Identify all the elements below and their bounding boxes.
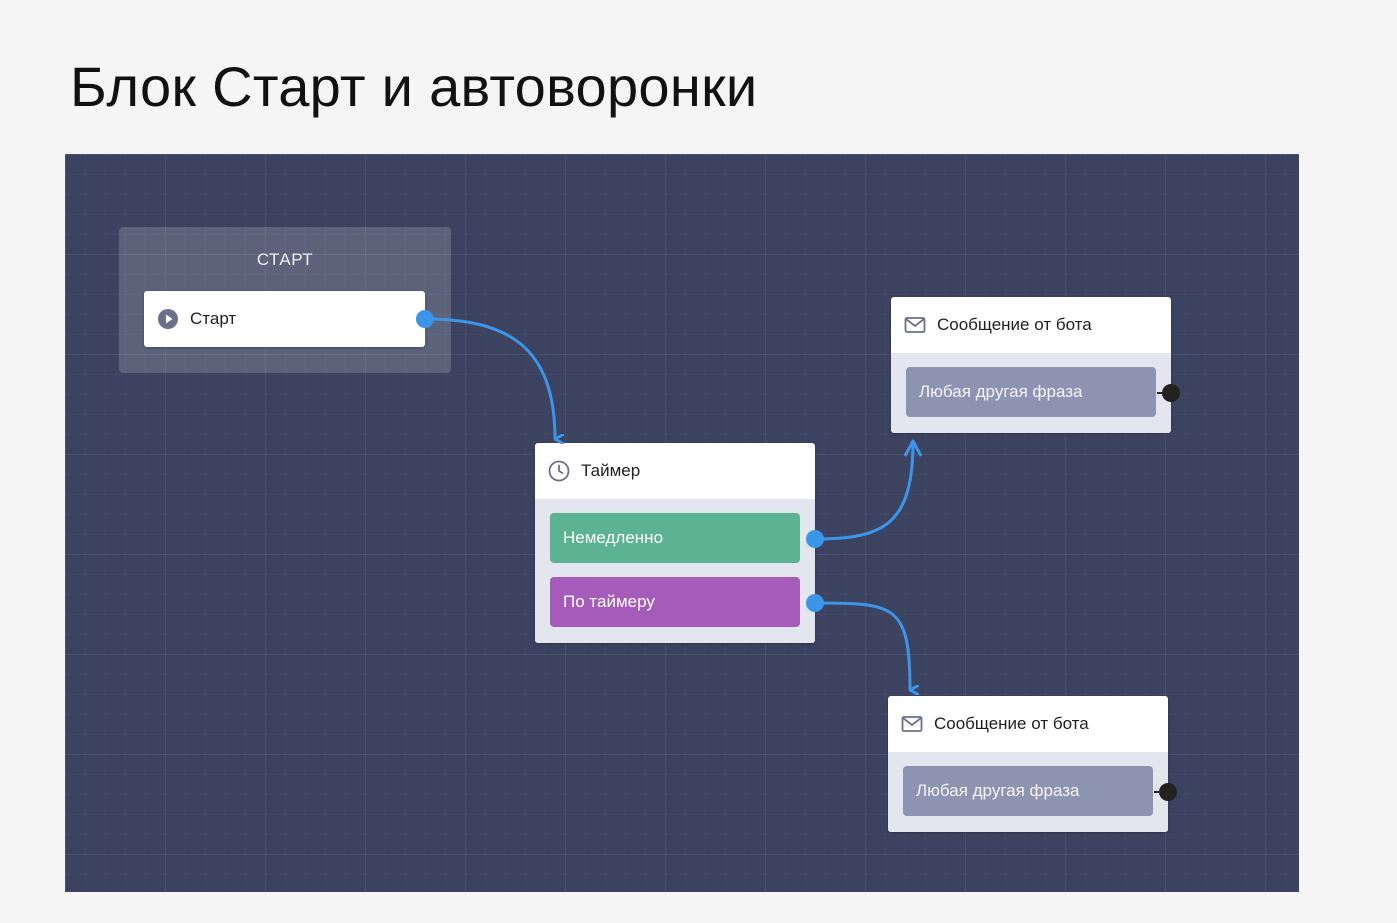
envelope-icon xyxy=(900,712,924,736)
start-group-title: СТАРТ xyxy=(256,250,314,269)
bot-message-node[interactable]: Сообщение от бота Любая другая фраза xyxy=(891,297,1171,433)
branch-immediately-label: Немедленно xyxy=(563,528,664,547)
any-phrase-output-port[interactable] xyxy=(1162,384,1180,402)
wire-immediate-arrowhead xyxy=(903,439,923,457)
branch-any-other-phrase-label: Любая другая фраза xyxy=(916,781,1080,800)
play-icon xyxy=(156,307,180,331)
branch-immediately[interactable]: Немедленно xyxy=(550,513,800,563)
start-output-port[interactable] xyxy=(416,310,434,328)
branch-any-other-phrase-label: Любая другая фраза xyxy=(919,382,1083,401)
wire-immediate-to-message xyxy=(814,440,915,541)
any-phrase-output-port[interactable] xyxy=(1159,783,1177,801)
clock-icon xyxy=(547,459,571,483)
timer-node[interactable]: Таймер Немедленно По таймеру xyxy=(535,443,815,643)
branch-any-other-phrase[interactable]: Любая другая фраза xyxy=(903,766,1153,816)
branch-any-other-phrase[interactable]: Любая другая фраза xyxy=(906,367,1156,417)
start-node[interactable]: Старт xyxy=(144,291,425,347)
wire-timer-to-message xyxy=(814,601,910,690)
bot-message-node[interactable]: Сообщение от бота Любая другая фраза xyxy=(888,696,1168,832)
by-timer-output-port[interactable] xyxy=(806,594,824,612)
branch-by-timer[interactable]: По таймеру xyxy=(550,577,800,627)
bot-message-node-title: Сообщение от бота xyxy=(937,315,1092,334)
bot-message-node-title: Сообщение от бота xyxy=(934,714,1089,733)
envelope-icon xyxy=(903,313,927,337)
flow-canvas[interactable]: СТАРТ Старт Таймер Немедленно По таймеру xyxy=(65,154,1299,892)
start-node-label: Старт xyxy=(190,309,237,328)
immediately-output-port[interactable] xyxy=(806,530,824,548)
page-title: Блок Старт и автоворонки xyxy=(70,55,758,118)
branch-by-timer-label: По таймеру xyxy=(563,592,655,611)
timer-node-title: Таймер xyxy=(581,461,641,480)
